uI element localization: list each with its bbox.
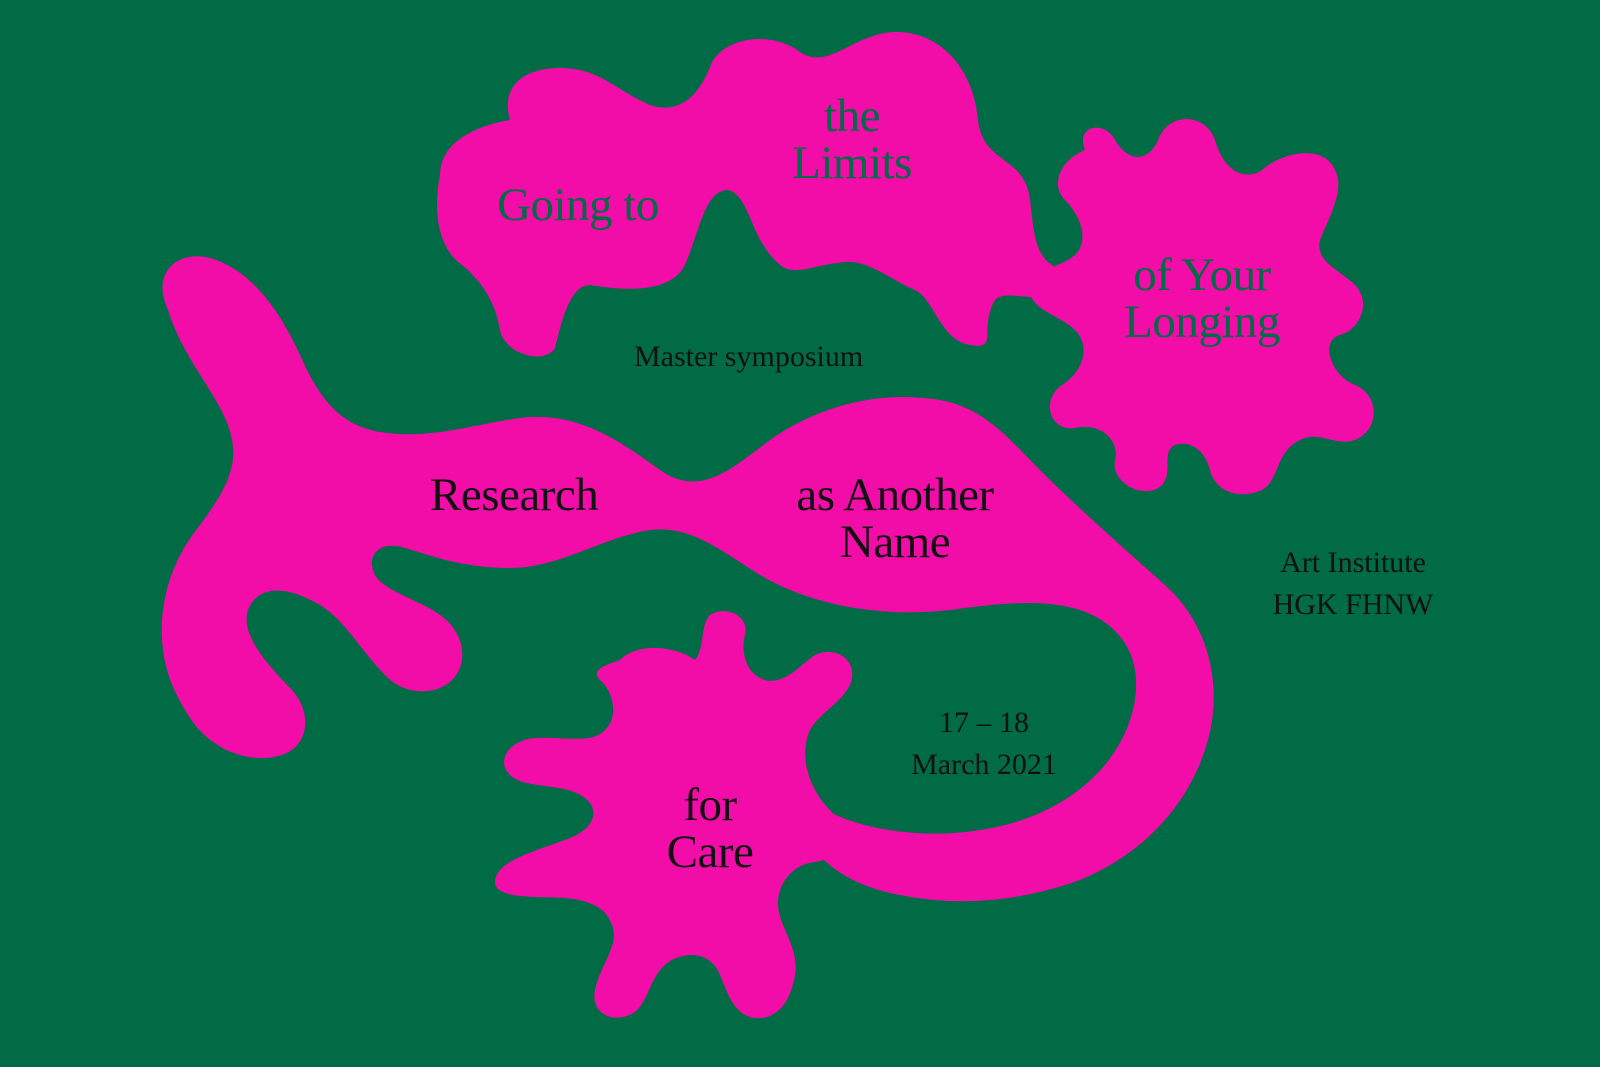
institute: Art Institute HGK FHNW xyxy=(1273,542,1434,626)
research-text: Research xyxy=(430,469,599,521)
for-care: for Care xyxy=(667,782,754,876)
subtitle-master-symposium: Master symposium xyxy=(634,342,863,372)
title-the-limits: the Limits xyxy=(792,93,912,187)
institute-line-2: HGK FHNW xyxy=(1272,588,1434,621)
for-line: for xyxy=(683,779,737,831)
title-longing-line: Longing xyxy=(1124,296,1280,348)
title-of-your-line: of Your xyxy=(1133,249,1271,301)
title-going-to: Going to xyxy=(497,182,659,229)
bottom-splash-blob xyxy=(495,611,853,1019)
as-another-name: as Another Name xyxy=(796,469,994,568)
dates-line-month: March 2021 xyxy=(911,748,1057,781)
subtitle-text: Master symposium xyxy=(634,340,864,373)
title-going-to-line: Going to xyxy=(497,179,659,231)
event-dates: 17 – 18 March 2021 xyxy=(911,702,1057,786)
top-wavy-blob xyxy=(436,31,1070,357)
left-loop-blob xyxy=(161,256,1214,902)
title-of-your-longing: of Your Longing xyxy=(1124,252,1280,346)
as-another-line: as Another xyxy=(796,469,994,521)
institute-line-1: Art Institute xyxy=(1280,546,1426,579)
title-limits-line: Limits xyxy=(792,137,912,189)
care-line: Care xyxy=(666,826,754,878)
research-word: Research xyxy=(430,469,599,521)
title-the-line: the xyxy=(824,90,880,142)
dates-line-days: 17 – 18 xyxy=(938,706,1029,739)
right-splash-blob xyxy=(1030,119,1374,495)
name-line: Name xyxy=(839,516,951,568)
